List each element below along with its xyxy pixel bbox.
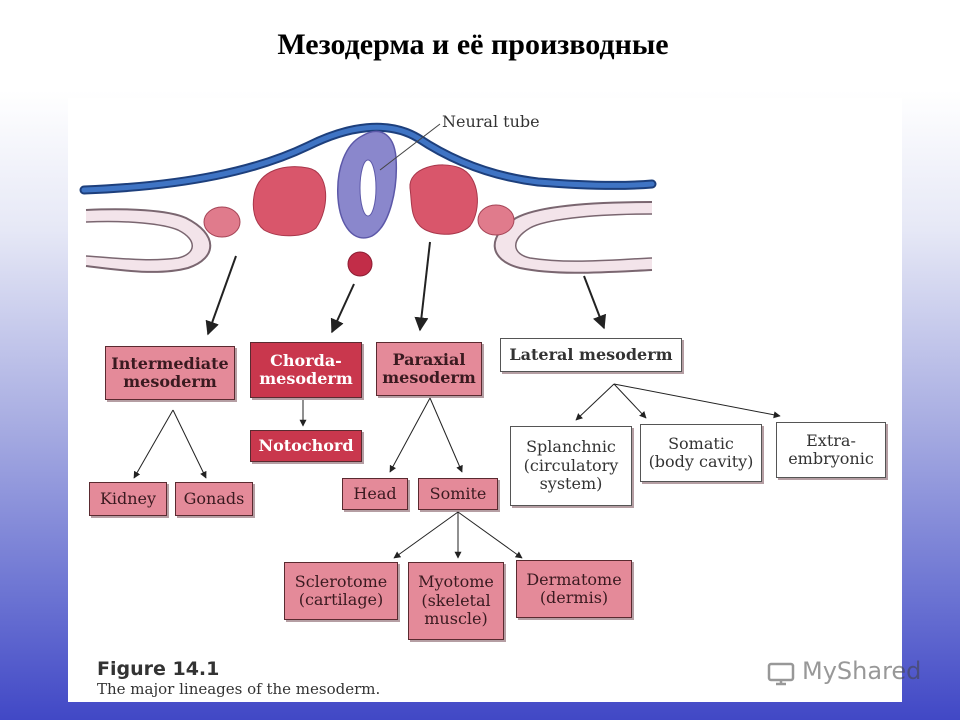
head-box: Head xyxy=(342,478,408,510)
paraxial-mesoderm-left xyxy=(252,166,327,237)
figure-label: Figure 14.1 xyxy=(97,658,220,680)
paraxial-mesoderm-right xyxy=(409,164,478,235)
embryo-cross-section xyxy=(79,122,781,559)
watermark-text: MyShared xyxy=(802,657,922,685)
sclerotome-box: Sclerotome (cartilage) xyxy=(284,562,398,620)
watermark-logo-icon xyxy=(767,662,795,686)
somite-box: Somite xyxy=(418,478,498,510)
arrow-to-lateral xyxy=(583,275,607,330)
splanchnic-box: Splanchnic (circulatory system) xyxy=(510,426,632,506)
extra-embryonic-box: Extra- embryonic xyxy=(776,422,886,478)
notochord-shape xyxy=(347,251,373,277)
intermediate-mesoderm-right xyxy=(477,204,515,236)
figure-caption: The major lineages of the mesoderm. xyxy=(97,680,381,698)
slide-title: Мезодерма и её производные xyxy=(277,28,669,61)
watermark: MyShared xyxy=(766,656,921,686)
chorda-mesoderm-box: Chorda- mesoderm xyxy=(250,342,362,398)
neural-tube-pointer xyxy=(379,123,441,171)
paraxial-mesoderm-box: Paraxial mesoderm xyxy=(376,342,482,396)
intermediate-mesoderm-box: Intermediate mesoderm xyxy=(105,346,235,400)
dermatome-box: Dermatome (dermis) xyxy=(516,560,632,618)
figure-panel: Neural tube Intermediate mesoderm Chorda… xyxy=(68,98,902,702)
arrow-to-paraxial xyxy=(414,241,431,332)
notochord-box: Notochord xyxy=(250,430,362,462)
intermediate-mesoderm-left xyxy=(203,206,241,238)
arrow-to-intermediate xyxy=(205,255,237,336)
somatic-box: Somatic (body cavity) xyxy=(640,424,762,482)
gonads-box: Gonads xyxy=(175,482,253,516)
kidney-box: Kidney xyxy=(89,482,167,516)
lateral-mesoderm-box: Lateral mesoderm xyxy=(500,338,682,372)
neural-tube-label: Neural tube xyxy=(442,112,540,131)
myotome-box: Myotome (skeletal muscle) xyxy=(408,562,504,640)
arrow-to-chorda xyxy=(330,283,355,334)
